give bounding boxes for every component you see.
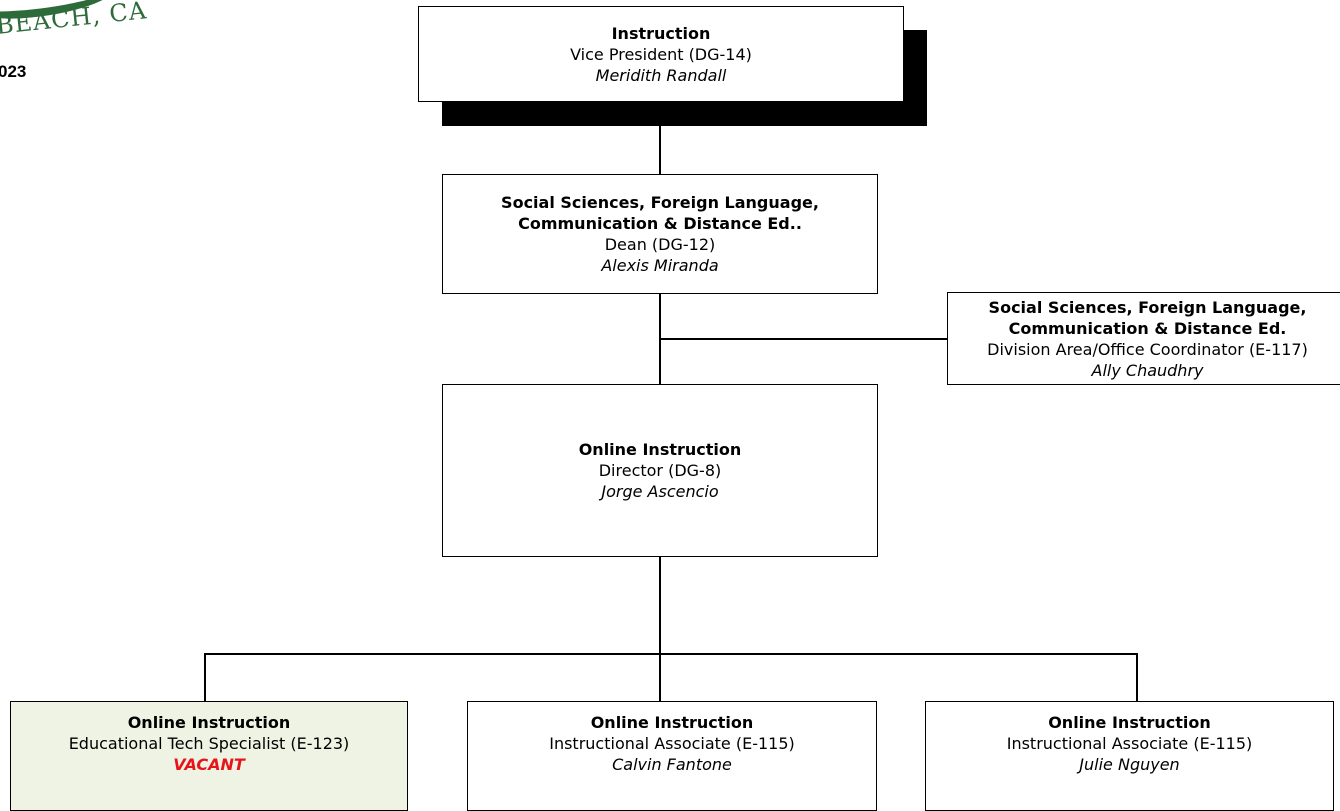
director-box: Online Instruction Director (DG-8) Jorge… (442, 384, 878, 557)
staff-unit: Online Instruction (127, 713, 291, 732)
staff-box-edtech: Online Instruction Educational Tech Spec… (10, 701, 408, 811)
vp-unit: Instruction (611, 23, 711, 43)
connector-staff-bar (204, 653, 1137, 655)
vacant-label: VACANT (173, 755, 245, 774)
dean-title: Dean (DG-12) (604, 235, 716, 254)
director-unit: Online Instruction (578, 440, 742, 459)
coordinator-unit-line1: Social Sciences, Foreign Language, (988, 297, 1307, 317)
coordinator-box: Social Sciences, Foreign Language, Commu… (947, 292, 1340, 385)
director-title: Director (DG-8) (598, 461, 722, 480)
staff-box-associate-2: Online Instruction Instructional Associa… (925, 701, 1334, 811)
connector-vp-dean (659, 126, 661, 174)
dean-box: Social Sciences, Foreign Language, Commu… (442, 174, 878, 294)
vp-name: Meridith Randall (595, 65, 727, 85)
dean-unit-line1: Social Sciences, Foreign Language, (501, 193, 819, 212)
staff-unit: Online Instruction (1048, 713, 1211, 732)
connector-staff-1 (204, 653, 206, 701)
staff-name: Calvin Fantone (612, 755, 732, 774)
coordinator-unit-line2: Communication & Distance Ed. (1008, 318, 1287, 338)
dean-name: Alexis Miranda (601, 256, 719, 275)
vp-box: Instruction Vice President (DG-14) Merid… (418, 6, 904, 102)
connector-staff-3 (1136, 653, 1138, 701)
staff-box-associate-1: Online Instruction Instructional Associa… (467, 701, 877, 811)
staff-name: Julie Nguyen (1079, 755, 1180, 774)
connector-coordinator (659, 338, 947, 340)
coordinator-name: Ally Chaudhry (1091, 360, 1204, 380)
staff-unit: Online Instruction (590, 713, 754, 732)
director-name: Jorge Ascencio (601, 482, 719, 501)
connector-director-down (659, 557, 661, 654)
connector-staff-2 (659, 653, 661, 701)
coordinator-title: Division Area/Office Coordinator (E-117) (987, 339, 1308, 359)
year-label: 023 (0, 62, 27, 81)
vp-title: Vice President (DG-14) (570, 44, 752, 64)
dean-unit-line2: Communication & Distance Ed.. (518, 214, 802, 233)
staff-title: Instructional Associate (E-115) (1006, 734, 1253, 753)
staff-title: Educational Tech Specialist (E-123) (68, 734, 350, 753)
staff-title: Instructional Associate (E-115) (549, 734, 795, 753)
